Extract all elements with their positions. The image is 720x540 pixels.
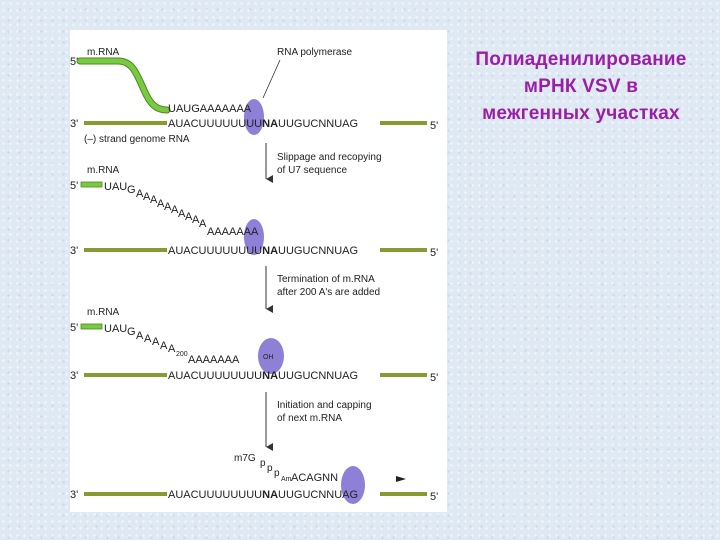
step-1-line-1: Slippage and recopying <box>277 152 382 163</box>
three-prime-label: 3' <box>70 245 78 257</box>
slippage-a: A <box>157 198 165 210</box>
step-3-line-1: Initiation and capping <box>277 400 372 411</box>
genome-strand-left <box>84 248 167 252</box>
polymerase-pointer <box>262 59 281 99</box>
cap-m7g: m7G <box>234 453 256 464</box>
slippage-a: A <box>199 218 207 230</box>
mrna-strand <box>80 181 103 188</box>
polyadenylation-diagram: 5' m.RNA RNA polymerase UAUGAAAAAAA 3' A… <box>70 47 438 504</box>
slippage-a: A <box>178 208 186 220</box>
step-2-line-2: after 200 A's are added <box>277 287 380 298</box>
slippage-a: A <box>136 188 144 200</box>
title-line-1: Полиаденилирование <box>475 49 687 70</box>
hydroxyl-end: OH <box>263 354 274 361</box>
rna-polymerase <box>341 466 365 504</box>
slippage-a: A <box>168 343 176 355</box>
stage-4: m7G p p p Am ACAGNN 3' AUACUUUUUUUUNAUUG… <box>70 453 438 504</box>
title-line-2: мРНК VSV в <box>523 76 639 97</box>
genome-strand-right <box>380 373 427 377</box>
three-prime-label: 3' <box>70 489 78 501</box>
transcript-g: G <box>127 326 136 338</box>
mrna-label: m.RNA <box>87 165 120 176</box>
mrna-strand <box>77 58 170 113</box>
figure-panel: 5' m.RNA RNA polymerase UAUGAAAAAAA 3' A… <box>70 30 447 512</box>
step-1-line-2: of U7 sequence <box>277 165 347 176</box>
transcript-start: UAU <box>104 323 127 335</box>
slippage-a: A <box>185 211 193 223</box>
three-prime-label: 3' <box>70 118 78 130</box>
slippage-a: A <box>192 214 200 226</box>
title-line-3: межгенных участках <box>482 103 680 124</box>
template-sequence: AUACUUUUUUUUNAUUGUCNNUAG <box>168 489 358 501</box>
genome-strand-right <box>380 248 427 252</box>
slippage-a: A <box>150 194 158 206</box>
genome-strand-right <box>380 121 427 125</box>
template-sequence: AUACUUUUUUUUNAUUGUCNNUAG <box>168 370 358 382</box>
genome-strand-left <box>84 492 167 496</box>
step-3-line-2: of next m.RNA <box>277 413 342 424</box>
template-sequence: AUACUUUUUUUUNAUUGUCNNUAG <box>168 118 358 130</box>
cap-phosphate: p <box>260 458 266 469</box>
slippage-a: A <box>152 336 160 348</box>
rna-polymerase <box>244 99 264 135</box>
genome-strand-right <box>380 492 427 496</box>
stage-2: m.RNA 5' UAU G A A A A A A A A A A AAAAA… <box>70 165 438 259</box>
five-prime-label-right: 5' <box>430 491 438 503</box>
rna-polymerase <box>244 219 264 255</box>
three-prime-label: 3' <box>70 370 78 382</box>
step-2-line-1: Termination of m.RNA <box>277 274 375 285</box>
transcript-start: UAU <box>104 181 127 193</box>
five-prime-label: 5' <box>70 180 78 192</box>
five-prime-label-right: 5' <box>430 247 438 259</box>
slippage-a: A <box>144 333 152 345</box>
rna-polymerase-label: RNA polymerase <box>277 47 352 58</box>
transcript-g: G <box>127 184 136 196</box>
mrna-label: m.RNA <box>87 307 120 318</box>
slide-title: Полиаденилирование мРНК VSV в межгенных … <box>446 46 716 127</box>
poly-a-tail: AAAAAAA <box>207 226 259 238</box>
rna-polymerase-released <box>258 338 284 374</box>
genome-strand-left <box>84 121 167 125</box>
five-prime-label-right: 5' <box>430 120 438 132</box>
poly-a-tail: AAAAAAA <box>188 354 240 366</box>
slippage-a: A <box>171 204 179 216</box>
transcript-sequence: UAUGAAAAAAA <box>168 103 252 115</box>
mrna-label: m.RNA <box>87 47 120 58</box>
cap-phosphate: p <box>274 468 280 479</box>
next-mrna-sequence: ACAGNN <box>291 472 338 484</box>
genome-strand-left <box>84 373 167 377</box>
repeat-count-200: 200 <box>176 351 188 358</box>
five-prime-label: 5' <box>70 322 78 334</box>
five-prime-label: 5' <box>70 56 78 68</box>
mrna-strand <box>80 323 103 330</box>
stage-3: m.RNA 5' UAU G A A A A A 200 AAAAAAA OH … <box>70 307 438 384</box>
slippage-a: A <box>164 201 172 213</box>
five-prime-label-right: 5' <box>430 372 438 384</box>
slippage-a: A <box>160 340 168 352</box>
minus-strand-label: (–) strand genome RNA <box>84 134 190 145</box>
template-sequence: AUACUUUUUUUUNAUUGUCNNUAG <box>168 245 358 257</box>
slippage-a: A <box>143 191 151 203</box>
direction-arrow-icon <box>396 476 406 482</box>
stage-1: 5' m.RNA RNA polymerase UAUGAAAAAAA 3' A… <box>70 47 438 145</box>
cap-phosphate: p <box>267 463 273 474</box>
slippage-a: A <box>136 330 144 342</box>
cap-am: Am <box>281 476 292 483</box>
